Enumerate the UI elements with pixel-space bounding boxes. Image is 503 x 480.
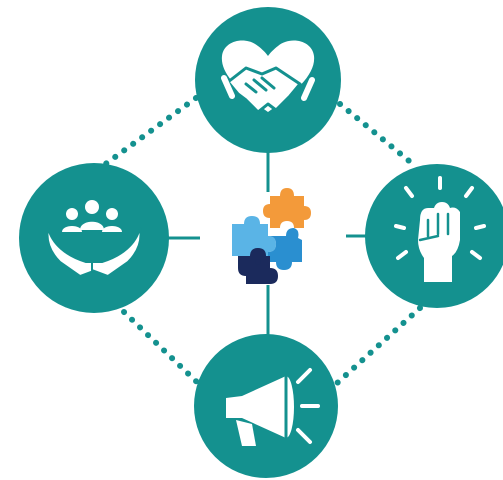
- node-left: [19, 163, 169, 313]
- node-top: [195, 7, 341, 153]
- dotted-line-bottom-right: [333, 305, 423, 387]
- raised-fist-icon: [394, 176, 486, 282]
- dotted-line-top-right: [337, 101, 417, 168]
- node-right: [365, 164, 503, 308]
- dotted-line-bottom-left: [121, 309, 203, 388]
- node-bottom: [194, 334, 338, 478]
- dotted-line-top-left: [97, 95, 199, 171]
- megaphone-icon: [226, 368, 320, 446]
- dotted-connectors: [97, 95, 423, 388]
- puzzle-pieces-icon: [232, 188, 311, 284]
- heart-handshake-icon: [221, 40, 315, 114]
- hub: [232, 188, 311, 284]
- community-hands-icon: [46, 200, 142, 278]
